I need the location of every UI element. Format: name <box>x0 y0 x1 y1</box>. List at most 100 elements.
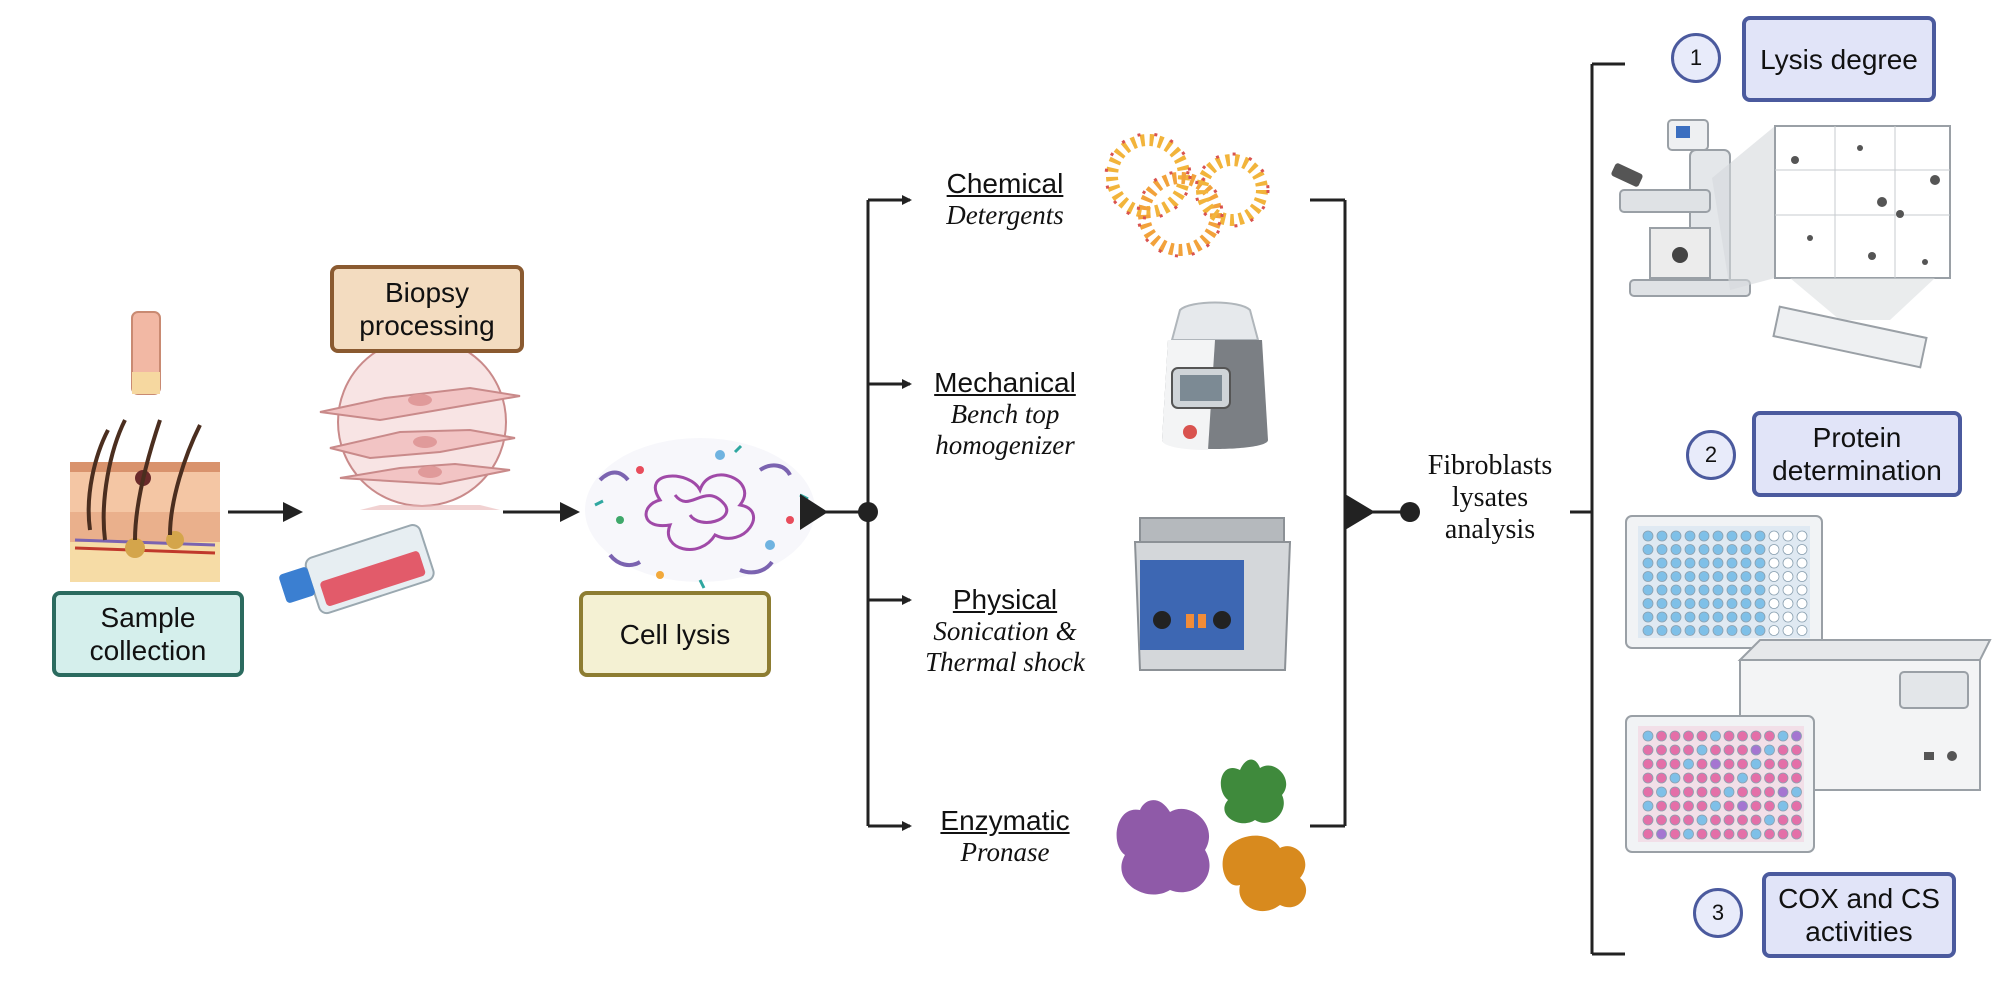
microplate-well <box>1683 772 1694 784</box>
microscope-field-view <box>1712 125 1951 369</box>
microplate-well <box>1750 758 1762 770</box>
microplate-well <box>1726 611 1738 623</box>
microplate-well <box>1791 730 1802 742</box>
microplate-well <box>1642 598 1654 609</box>
microplate-well <box>1696 814 1708 826</box>
microplate-well <box>1782 598 1794 609</box>
microplate-well <box>1712 557 1724 569</box>
microplate-well <box>1723 828 1735 840</box>
microplate-well <box>1782 584 1794 596</box>
method-merge-connector <box>1310 198 1420 828</box>
microplate-well <box>1656 625 1668 636</box>
microplate-well <box>1796 611 1808 623</box>
microscope-illustration <box>1611 119 1751 297</box>
microplate-well <box>1670 584 1682 596</box>
microplate-well <box>1683 828 1694 840</box>
microplate-well <box>1642 611 1654 623</box>
microplate-well <box>1740 611 1752 623</box>
microplate-well <box>1796 625 1808 636</box>
microplate-well <box>1768 544 1780 555</box>
method-mechanical: Mechanical Bench top homogenizer <box>885 367 1125 461</box>
sample-collection-box: Sample collection <box>52 591 244 677</box>
microplate-well <box>1726 544 1738 555</box>
microplate-well <box>1791 772 1802 784</box>
microplate-well <box>1670 530 1682 542</box>
microplate-well <box>1764 730 1775 742</box>
microplate-well <box>1754 598 1766 609</box>
microplate-well <box>1740 584 1752 596</box>
method-chemical: Chemical Detergents <box>885 168 1125 231</box>
microplate-well <box>1696 744 1708 756</box>
microplate-well <box>1791 758 1802 770</box>
microplate-well <box>1796 598 1808 609</box>
microplate-well <box>1698 611 1710 623</box>
cell-lysate-illustration <box>585 438 815 589</box>
method-physical: Physical Sonication & Thermal shock <box>885 584 1125 678</box>
microplate-well <box>1696 772 1708 784</box>
sonicator-bath-illustration <box>1133 517 1292 671</box>
microplate-well <box>1740 625 1752 636</box>
microplate-well <box>1698 584 1710 596</box>
microplate-well <box>1696 758 1708 770</box>
microplate-well <box>1768 557 1780 569</box>
microplate-well <box>1740 571 1752 582</box>
microplate-well <box>1642 584 1654 596</box>
microplate-well <box>1698 544 1710 555</box>
microplate-well <box>1782 557 1794 569</box>
cell-lysis-label: Cell lysis <box>619 618 731 650</box>
microplate-well <box>1764 814 1775 826</box>
microplate-well <box>1642 744 1654 756</box>
microplate-well <box>1764 758 1775 770</box>
bench-top-homogenizer-illustration <box>1162 301 1268 450</box>
microplate-well <box>1684 544 1696 555</box>
microplate-well <box>1782 625 1794 636</box>
microplate-well <box>1796 584 1808 596</box>
microplate-well <box>1698 557 1710 569</box>
microplate-well <box>1710 744 1721 756</box>
microplate-well <box>1656 557 1668 569</box>
microplate-well <box>1696 828 1708 840</box>
microplate-well <box>1698 598 1710 609</box>
microplate-well <box>1777 758 1789 770</box>
microplate-well <box>1642 786 1654 798</box>
analysis-3-number-badge: 3 <box>1693 888 1743 938</box>
microplate-well <box>1740 557 1752 569</box>
microplate-well <box>1750 800 1762 812</box>
analysis-1-number-badge: 1 <box>1671 33 1721 83</box>
microplate-well <box>1712 571 1724 582</box>
microplate-well <box>1737 744 1748 756</box>
microplate-well <box>1737 786 1748 798</box>
microplate-well <box>1642 730 1654 742</box>
microplate-well <box>1642 557 1654 569</box>
microplate-well <box>1791 800 1802 812</box>
microplate-well <box>1683 758 1694 770</box>
microplate-well <box>1764 786 1775 798</box>
pronase-enzymes-illustration <box>1116 759 1307 912</box>
method-enzymatic-description: Pronase <box>960 837 1050 867</box>
microplate-well <box>1656 584 1668 596</box>
microplate-well <box>1669 828 1681 840</box>
microplate-well <box>1796 530 1808 542</box>
microplate-well <box>1656 611 1668 623</box>
microplate-well <box>1768 625 1780 636</box>
microplate-well <box>1696 786 1708 798</box>
analysis-1-label: Lysis degree <box>1760 43 1918 75</box>
microplate-well <box>1750 828 1762 840</box>
method-enzymatic: Enzymatic Pronase <box>885 805 1125 868</box>
microplate-well <box>1782 571 1794 582</box>
microplate-well <box>1750 744 1762 756</box>
microplate-well <box>1764 828 1775 840</box>
microplate-well <box>1723 814 1735 826</box>
microplate-well <box>1683 730 1694 742</box>
microplate-well <box>1750 730 1762 742</box>
microplate-well <box>1754 544 1766 555</box>
microplate-well <box>1737 800 1748 812</box>
microplate-well <box>1737 814 1748 826</box>
detergent-micelles-illustration <box>1104 132 1270 258</box>
microplate-well <box>1669 744 1681 756</box>
microplate-well <box>1796 571 1808 582</box>
microplate-well <box>1777 786 1789 798</box>
method-enzymatic-name: Enzymatic <box>940 805 1070 836</box>
microplate-well <box>1726 557 1738 569</box>
